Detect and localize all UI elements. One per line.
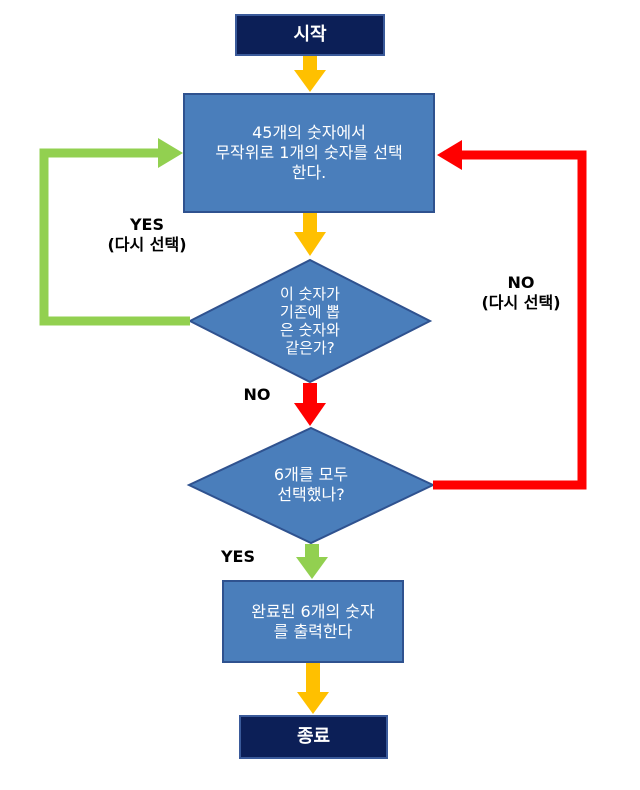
- start-label: 시작: [293, 23, 327, 45]
- duplicate-yes-label: YES (다시 선택): [107, 215, 187, 254]
- duplicate-check-label: 이 숫자가 기존에 뽑 은 숫자와 같은가?: [280, 285, 340, 357]
- output-label: 완료된 6개의 숫자 를 출력한다: [251, 601, 375, 641]
- output-process-box: [222, 580, 404, 663]
- duplicate-check-decision: [187, 258, 433, 384]
- loop-arrow-count-no: [433, 140, 587, 490]
- select-number-process-box: [183, 93, 435, 213]
- end-terminal: [239, 715, 388, 759]
- arrow-duplicate-no: [294, 383, 326, 426]
- duplicate-no-label: NO: [243, 385, 271, 404]
- count-check-decision: [186, 426, 436, 545]
- arrow-start-to-select: [294, 56, 326, 92]
- count-check-label: 6개를 모두 선택했나?: [273, 465, 349, 504]
- end-label: 종료: [296, 725, 331, 747]
- arrow-select-to-duplicate-check: [294, 213, 326, 256]
- count-no-label: NO (다시 선택): [481, 273, 561, 312]
- select-number-label: 45개의 숫자에서 무작위로 1개의 숫자를 선택 한다.: [215, 123, 403, 182]
- arrow-output-to-end: [297, 663, 329, 714]
- arrow-count-yes: [296, 544, 328, 579]
- start-terminal: [235, 14, 385, 56]
- count-yes-label: YES: [220, 547, 256, 566]
- loop-arrow-duplicate-yes: [39, 138, 190, 326]
